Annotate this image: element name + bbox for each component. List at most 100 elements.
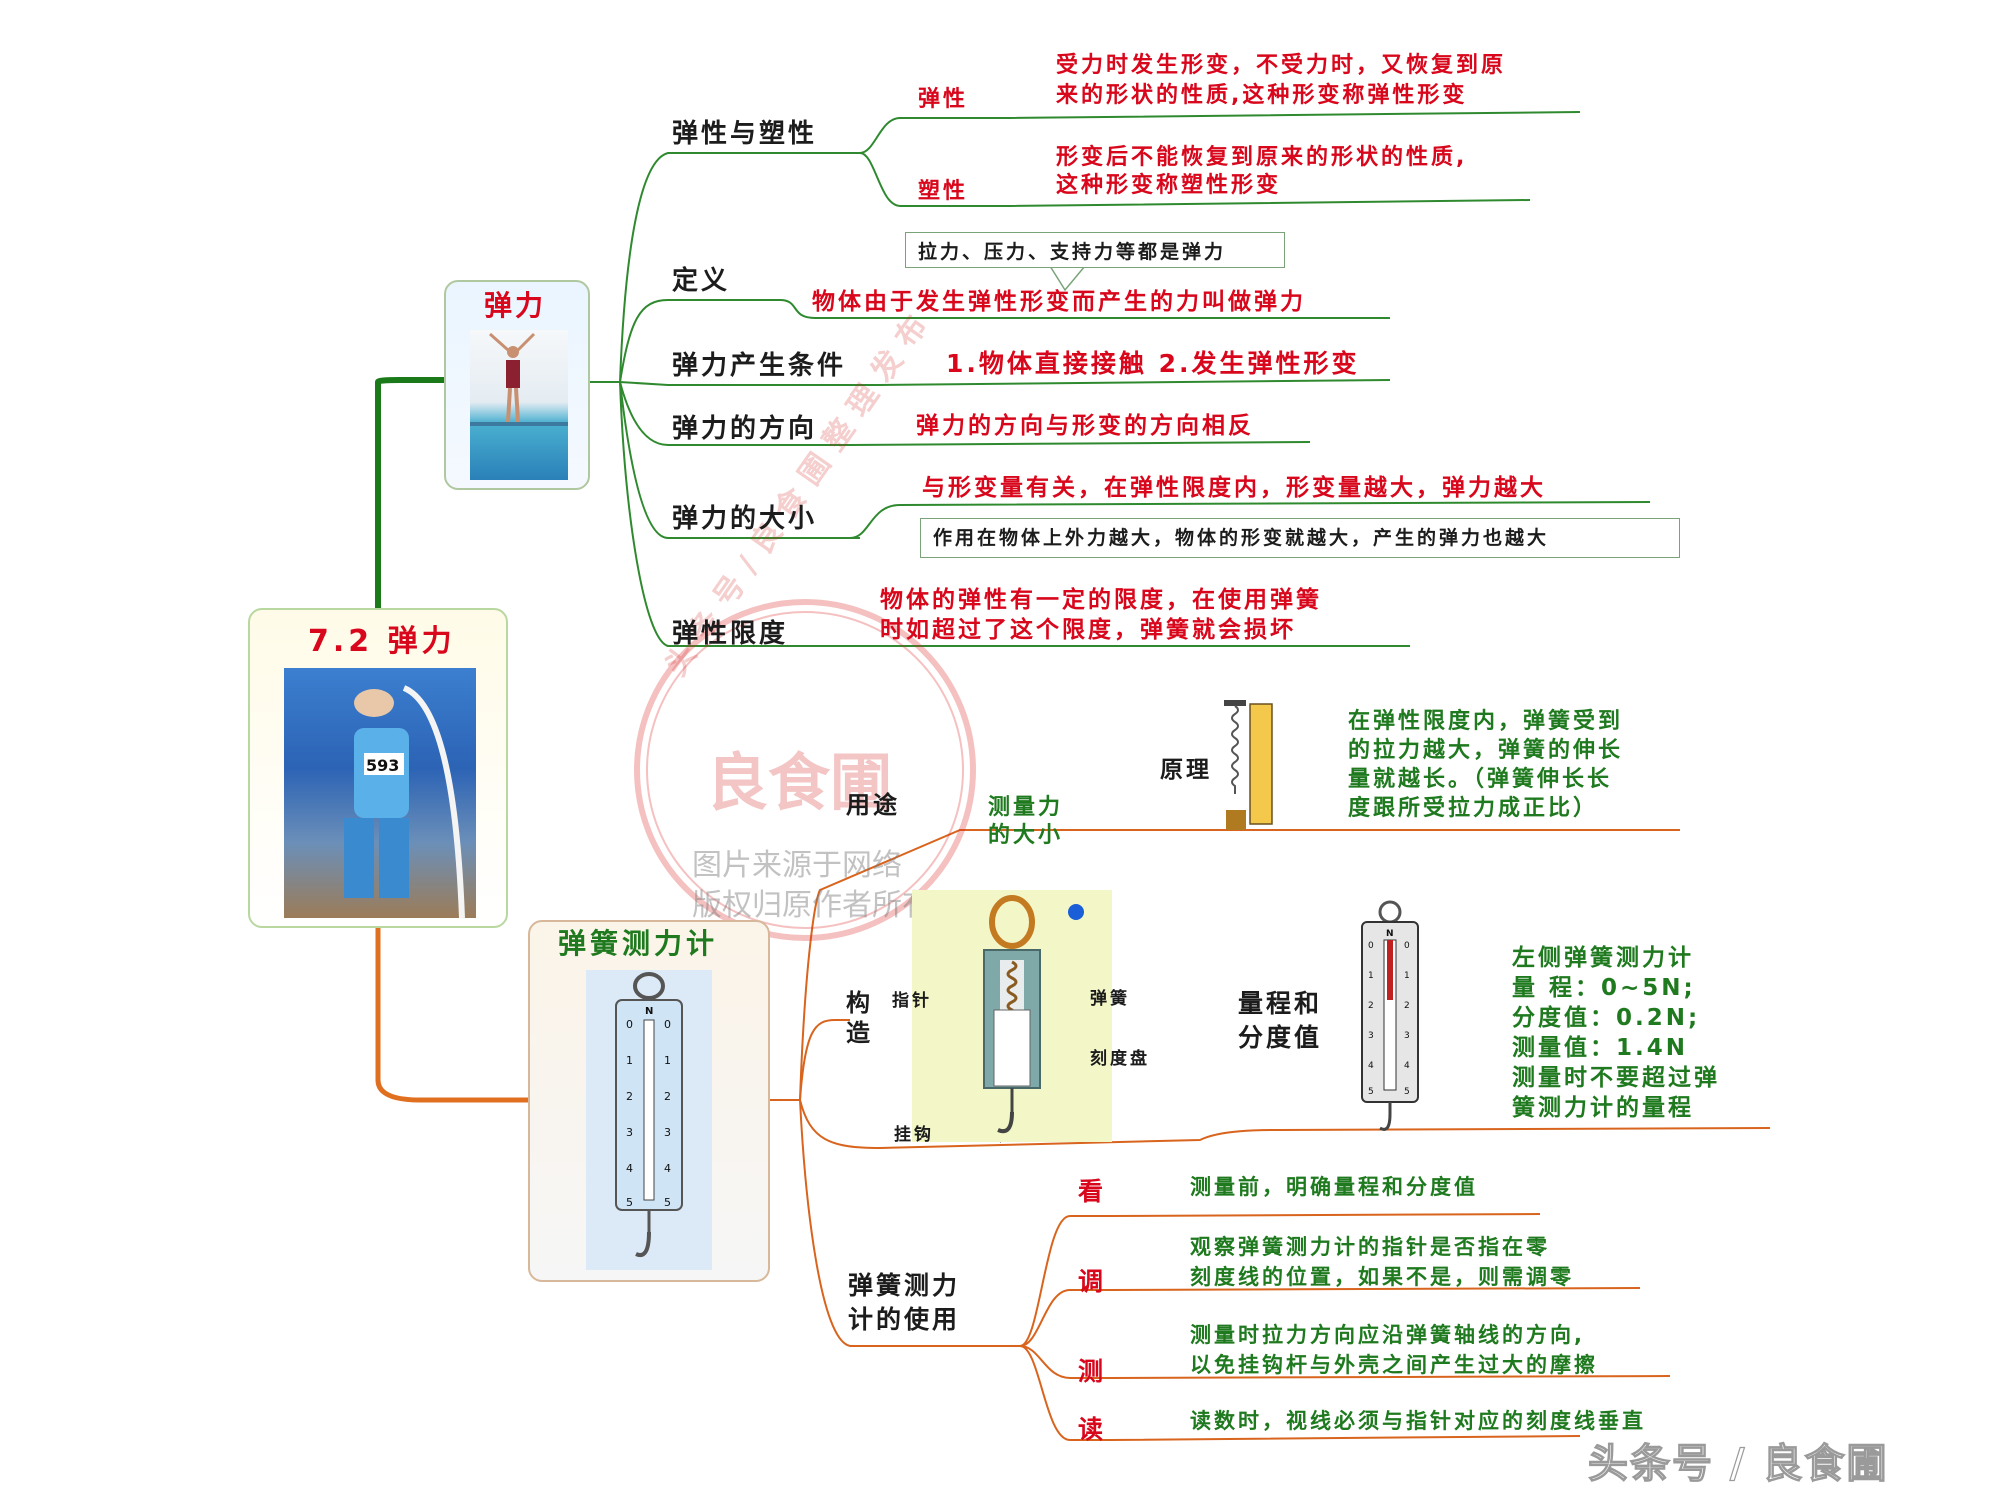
topic-magnitude[interactable]: 弹力的大小 [672,504,818,534]
principle-illustration [1222,700,1274,834]
usage-key-measure: 测 [1078,1357,1107,1386]
trunk-to-meter [375,922,528,1103]
usage-label-2[interactable]: 计的使用 [848,1305,961,1334]
svg-text:0: 0 [1368,941,1374,951]
elasticity-label: 弹性 [918,87,969,112]
svg-text:2: 2 [1368,1001,1374,1011]
svg-text:1: 1 [664,1054,671,1067]
footer-signature: 头条号 / 良食圃 [1587,1440,1889,1487]
part-spring: 弹簧 [1090,989,1130,1009]
watermark-seal-center: 良食圃 [706,746,893,819]
svg-text:5: 5 [664,1196,671,1209]
range-scale-n: N [1386,929,1394,939]
structure-label-2[interactable]: 造 [846,1019,873,1047]
principle-label[interactable]: 原理 [1160,757,1212,783]
meter-branch-lines [768,829,1771,1441]
elasticity-desc-2: 来的形状的性质,这种形变称弹性形变 [1056,83,1468,108]
meter-node-scale-0: 0 [626,1018,633,1031]
usage-label-1[interactable]: 弹簧测力 [848,1271,961,1300]
use-value-1: 测量力 [988,795,1064,820]
blue-dot-marker [1068,904,1084,920]
elasticity-desc-1: 受力时发生形变，不受力时，又恢复到原 [1056,53,1507,78]
limit-desc-2: 时如超过了这个限度，弹簧就会损坏 [880,617,1296,643]
elastic-node[interactable]: 弹力 [444,280,590,490]
usage-key-adjust: 调 [1078,1267,1107,1296]
svg-text:2: 2 [664,1090,671,1103]
usage-key-look: 看 [1078,1177,1107,1206]
trunk-to-elastic [375,377,444,620]
svg-text:4: 4 [664,1162,671,1175]
range-desc-4: 测量值：1.4N [1512,1035,1688,1061]
range-desc-1: 左侧弹簧测力计 [1512,945,1694,971]
range-desc-3: 分度值：0.2N; [1512,1005,1701,1031]
usage-look-desc: 测量前，明确量程和分度值 [1190,1175,1478,1199]
definition-text: 物体由于发生弹性形变而产生的力叫做弹力 [812,289,1306,315]
structure-label-1[interactable]: 构 [846,989,873,1017]
watermark-seal [634,599,976,941]
usage-measure-desc-1: 测量时拉力方向应沿弹簧轴线的方向, [1190,1323,1585,1347]
range-desc-2: 量 程：0~5N; [1512,975,1696,1001]
meter-node-scale-n: N [645,1006,653,1017]
svg-text:5: 5 [1404,1087,1410,1097]
usage-adjust-desc-1: 观察弹簧测力计的指针是否指在零 [1190,1235,1550,1259]
conditions-text: 1.物体直接接触 2.发生弹性形变 [946,349,1360,378]
elastic-branch-lines [588,111,1651,647]
svg-text:3: 3 [1404,1031,1410,1041]
topic-direction[interactable]: 弹力的方向 [672,414,818,444]
callout-pointer [1049,265,1086,292]
limit-desc-1: 物体的弹性有一定的限度，在使用弹簧 [880,587,1322,613]
svg-text:0: 0 [664,1018,671,1031]
usage-read-desc: 读数时，视线必须与指针对应的刻度线垂直 [1190,1409,1646,1433]
magnitude-text: 与形变量有关，在弹性限度内，形变量越大，弹力越大 [922,475,1546,501]
structure-illustration [912,890,1112,1142]
part-dial: 刻度盘 [1090,1049,1150,1069]
svg-text:4: 4 [1368,1061,1374,1071]
topic-limit[interactable]: 弹性限度 [672,619,789,649]
svg-text:3: 3 [626,1126,633,1139]
svg-text:593: 593 [366,756,399,775]
root-title: 7.2 弹力 [308,624,456,659]
part-hook: 挂钩 [894,1125,934,1145]
use-label[interactable]: 用途 [846,791,900,819]
magnitude-callout: 作用在物体上外力越大，物体的形变就越大，产生的弹力也越大 [920,518,1680,558]
range-desc-6: 簧测力计的量程 [1512,1095,1694,1121]
svg-text:1: 1 [626,1054,633,1067]
topic-conditions[interactable]: 弹力产生条件 [672,351,847,381]
meter-node-title: 弹簧测力计 [558,927,719,960]
definition-callout: 拉力、压力、支持力等都是弹力 [905,232,1285,268]
svg-text:1: 1 [1404,971,1410,981]
elastic-node-title: 弹力 [484,289,547,322]
pole-vault-photo: 593 [284,668,476,918]
principle-desc-3: 量就越长。（弹簧伸长长 [1348,767,1613,792]
watermark-line-1: 图片来源于网络 [692,848,902,883]
direction-text: 弹力的方向与形变的方向相反 [916,413,1254,439]
plasticity-desc-1: 形变后不能恢复到原来的形状的性质, [1056,145,1468,170]
plasticity-desc-2: 这种形变称塑性形变 [1056,173,1282,198]
use-value-2: 的大小 [988,823,1064,848]
usage-key-read: 读 [1078,1415,1107,1444]
root-node[interactable]: 7.2 弹力 593 [248,608,508,928]
plasticity-label: 塑性 [918,179,969,204]
svg-text:5: 5 [1368,1087,1374,1097]
usage-measure-desc-2: 以免挂钩杆与外壳之间产生过大的摩擦 [1190,1353,1598,1377]
svg-text:4: 4 [1404,1061,1410,1071]
principle-desc-1: 在弹性限度内，弹簧受到 [1348,709,1624,734]
svg-text:3: 3 [1368,1031,1374,1041]
range-desc-5: 测量时不要超过弹 [1512,1065,1720,1091]
svg-text:4: 4 [626,1162,633,1175]
part-pointer: 指针 [892,991,932,1011]
svg-text:0: 0 [1404,941,1410,951]
topic-elasticity-plasticity[interactable]: 弹性与塑性 [672,119,818,149]
watermark-line-2: 版权归原作者所有 [692,888,932,923]
range-label-1[interactable]: 量程和 [1238,989,1323,1018]
topic-definition[interactable]: 定义 [672,266,731,296]
svg-text:5: 5 [626,1196,633,1209]
diver-photo [470,330,568,480]
range-label-2[interactable]: 分度值 [1238,1023,1323,1052]
principle-desc-4: 度跟所受拉力成正比） [1348,796,1599,821]
